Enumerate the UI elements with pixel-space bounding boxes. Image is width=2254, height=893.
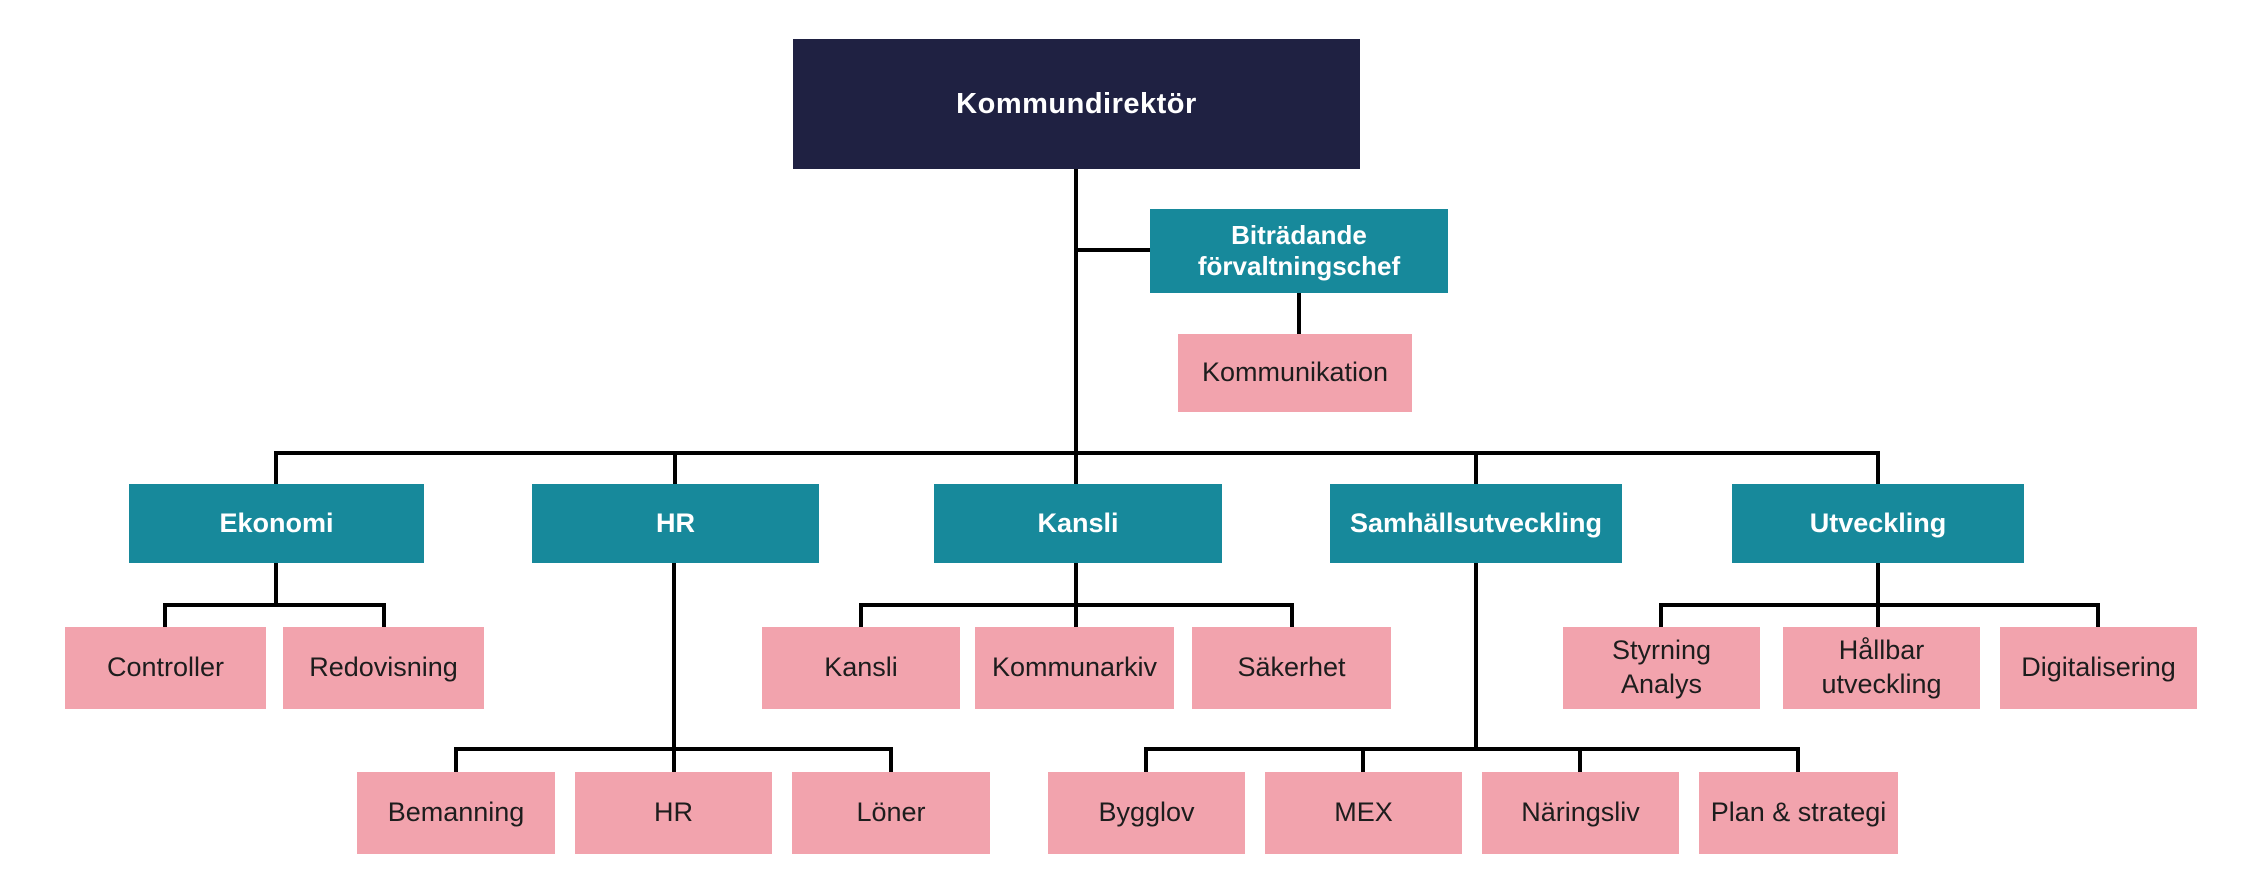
connector-utveckling-drop-1 [1659,603,1663,627]
connector-hr-stem [672,563,676,772]
org-node-kommundirektor: Kommundirektör [793,39,1360,169]
connector-kansli-line [859,603,1294,607]
connector-drop-ekonomi [274,451,278,484]
connector-ekonomi-stem [274,563,278,607]
connector-samhall-drop-2 [1361,747,1365,772]
connector-drop-samhall [1474,451,1478,484]
connector-utveckling-line [1659,603,2100,607]
org-node-controller: Controller [65,627,266,709]
connector-drop-hr [673,451,677,484]
org-node-kommunarkiv: Kommunarkiv [975,627,1174,709]
org-node-bemanning: Bemanning [357,772,555,854]
connector-samhall-drop-4 [1796,747,1800,772]
org-node-plan-strategi: Plan & strategi [1699,772,1898,854]
connector-deputy-branch [1074,248,1150,252]
connector-samhall-drop-3 [1578,747,1582,772]
org-node-utveckling: Utveckling [1732,484,2024,563]
org-node-kansli: Kansli [934,484,1222,563]
connector-samhall-stem [1474,563,1478,751]
org-node-bitradande-forvaltningschef: Biträdande förvaltningschef [1150,209,1448,293]
connector-hr-drop-1 [454,747,458,772]
org-node-samhallsutveckling: Samhällsutveckling [1330,484,1622,563]
org-node-ekonomi: Ekonomi [129,484,424,563]
connector-ekonomi-drop-2 [382,603,386,627]
connector-samhall-line [1144,747,1800,751]
org-node-mex: MEX [1265,772,1462,854]
org-node-loner: Löner [792,772,990,854]
org-node-hallbar-utveckling: Hållbar utveckling [1783,627,1980,709]
connector-kansli-drop-2 [1290,603,1294,627]
org-node-naringsliv: Näringsliv [1482,772,1679,854]
org-node-hr-enhet: HR [575,772,772,854]
connector-utveckling-drop-2 [2096,603,2100,627]
connector-utveckling-stem [1876,563,1880,627]
connector-hr-line [454,747,893,751]
connector-hr-drop-2 [889,747,893,772]
org-node-styrning-analys: Styrning Analys [1563,627,1760,709]
connector-deputy-stem [1297,292,1301,334]
connector-main-line [274,451,1880,455]
connector-root-stem [1074,169,1078,484]
org-node-redovisning: Redovisning [283,627,484,709]
org-node-digitalisering: Digitalisering [2000,627,2197,709]
org-node-bygglov: Bygglov [1048,772,1245,854]
connector-ekonomi-line [163,603,386,607]
connector-ekonomi-drop-1 [163,603,167,627]
org-node-sakerhet: Säkerhet [1192,627,1391,709]
org-node-kommunikation: Kommunikation [1178,334,1412,412]
org-node-kansli-enhet: Kansli [762,627,960,709]
org-node-hr: HR [532,484,819,563]
connector-kansli-stem [1074,563,1078,627]
connector-drop-utveckling [1876,451,1880,484]
connector-samhall-drop-1 [1144,747,1148,772]
connector-kansli-drop-1 [859,603,863,627]
